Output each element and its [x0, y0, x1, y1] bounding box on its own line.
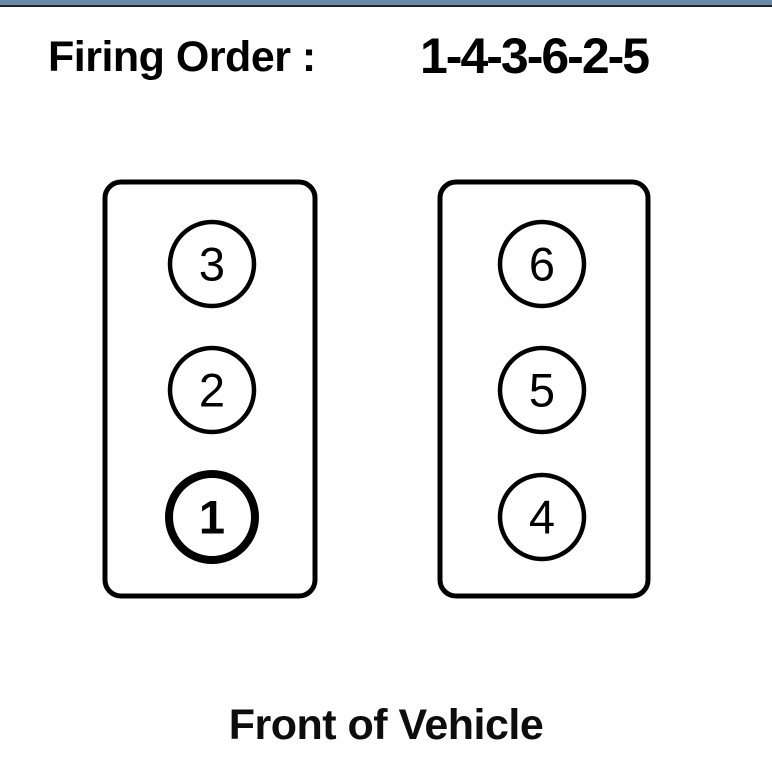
cylinder-1: 1	[165, 470, 259, 564]
right-bank-block	[437, 179, 651, 599]
cylinder-number-4: 4	[529, 491, 555, 544]
cylinder-circle-4	[497, 472, 587, 562]
top-accent-bar	[0, 0, 772, 5]
cylinder-3: 3	[167, 219, 257, 309]
header: Firing Order : 1-4-3-6-2-5	[0, 18, 772, 84]
cylinder-circle-1	[165, 470, 259, 564]
cylinder-number-5: 5	[529, 364, 555, 417]
top-accent-rule	[0, 5, 772, 7]
firing-order-sequence: 1-4-3-6-2-5	[420, 28, 650, 84]
cylinder-number-3: 3	[199, 238, 225, 291]
front-of-vehicle-label: Front of Vehicle	[228, 701, 544, 749]
left-bank-block	[102, 179, 318, 599]
cylinder-2: 2	[167, 345, 257, 435]
cylinder-number-2: 2	[199, 364, 225, 417]
cylinder-4: 4	[497, 472, 587, 562]
cylinder-5: 5	[497, 345, 587, 435]
cylinder-6: 6	[497, 219, 587, 309]
cylinder-circle-5	[497, 345, 587, 435]
right-bank: 6 5 4	[437, 179, 651, 599]
left-bank: 3 2 1	[102, 179, 318, 599]
diagram-layer: 3 2 1 6 5 4	[102, 179, 651, 599]
cylinder-number-6: 6	[529, 238, 555, 291]
firing-order-label: Firing Order :	[48, 33, 316, 81]
cylinder-circle-3	[167, 219, 257, 309]
cylinder-circle-2	[167, 345, 257, 435]
cylinder-number-1: 1	[199, 491, 225, 544]
cylinder-circle-6	[497, 219, 587, 309]
